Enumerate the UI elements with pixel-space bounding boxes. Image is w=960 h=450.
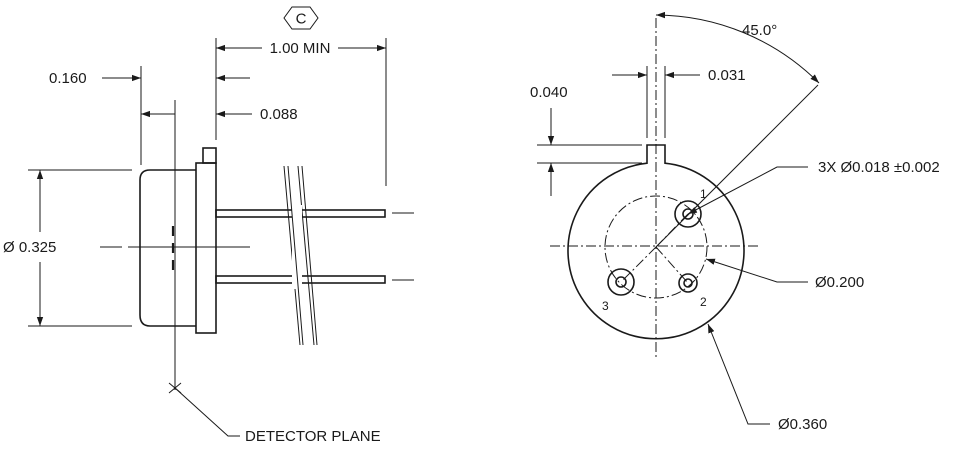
pin-diameter-label: 3X Ø0.018 ±0.002 — [818, 159, 940, 176]
angle-label: 45.0° — [742, 22, 777, 39]
pin-number-2: 2 — [700, 295, 707, 309]
pin-3 — [607, 268, 635, 296]
flange — [195, 162, 217, 334]
flange-offset-label: 0.160 — [49, 70, 87, 87]
detector-plane-label: DETECTOR PLANE — [245, 428, 381, 445]
flange-thickness-label: 0.088 — [260, 106, 298, 123]
body-diameter-label: Ø 0.325 — [3, 239, 56, 256]
pin-circle-label: Ø0.200 — [815, 274, 864, 291]
package-outline — [567, 144, 745, 340]
pin-number-3: 3 — [602, 299, 609, 313]
package-body — [139, 169, 196, 327]
package-diameter-label: Ø0.360 — [778, 416, 827, 433]
revision-letter: C — [296, 11, 307, 28]
end-view: 1 2 3 45.0° 0.031 0.040 3X Ø0.018 ±0.002… — [530, 11, 940, 433]
break-line — [297, 165, 315, 346]
dim-angle-arc — [655, 11, 820, 84]
tab-height-label: 0.040 — [530, 84, 568, 101]
pin-2 — [678, 273, 698, 293]
revision-hexagon-icon — [283, 6, 319, 30]
pin-number-1: 1 — [700, 187, 707, 201]
flange-tab — [202, 147, 217, 164]
side-view: C 1.00 MIN 0.160 0.088 Ø 0.325 DETECTOR … — [3, 6, 414, 445]
lead-length-label: 1.00 MIN — [270, 40, 331, 57]
tab-width-label: 0.031 — [708, 67, 746, 84]
pin-circle — [604, 195, 708, 299]
